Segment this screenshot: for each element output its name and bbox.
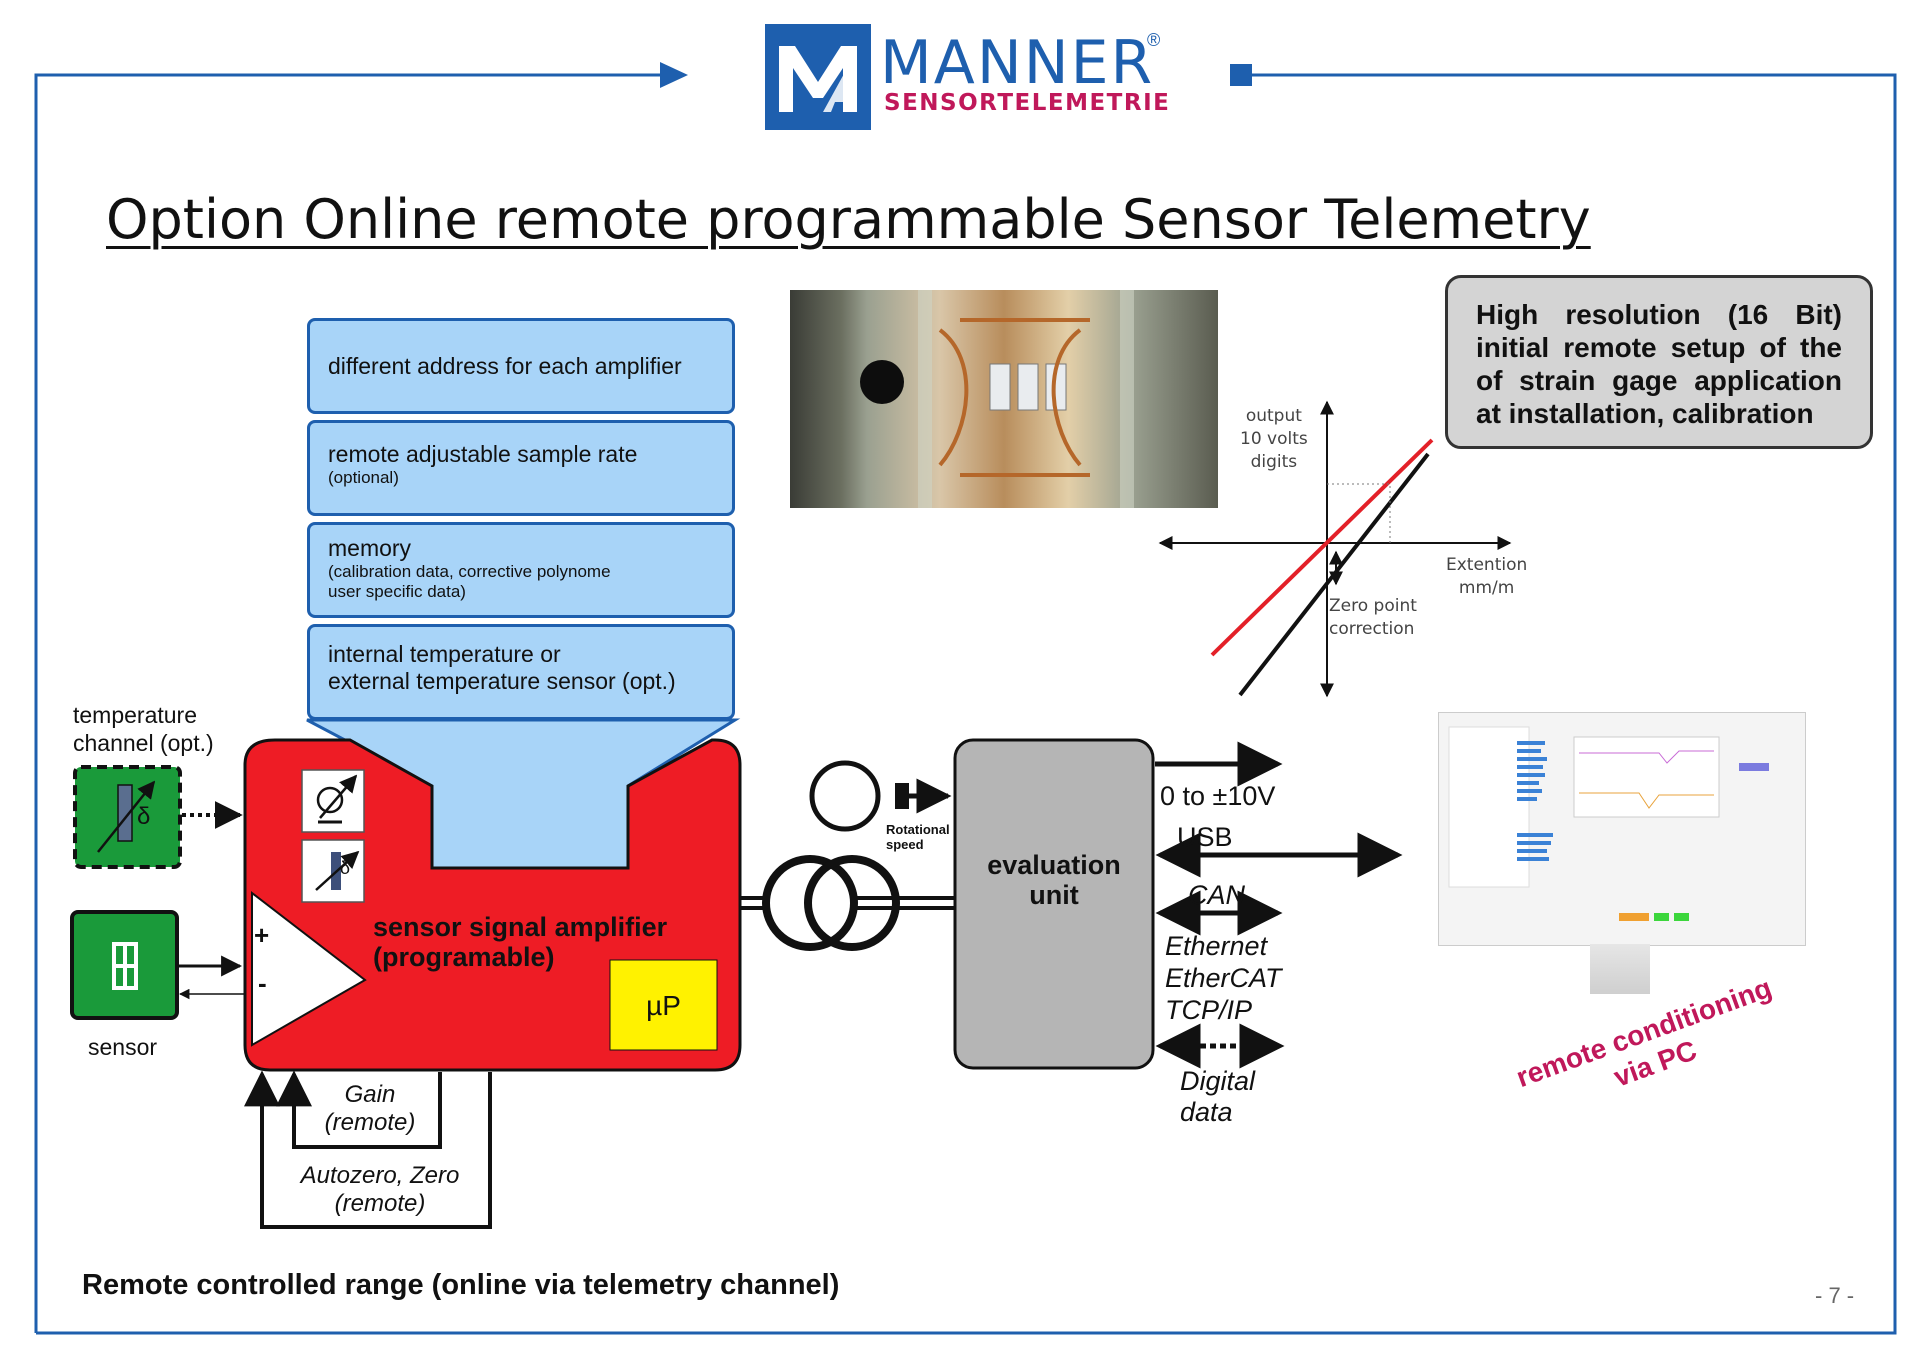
temperature-delta-symbol: δ xyxy=(137,803,151,830)
feature-memory-note: (calibration data, corrective polynome u… xyxy=(328,562,611,601)
feature-address-label: different address for each amplifier xyxy=(328,353,682,379)
opamp-minus-sign: - xyxy=(258,968,267,998)
graph-y-label: output 10 volts digits xyxy=(1240,406,1308,472)
sensor-label: sensor xyxy=(88,1034,158,1060)
frame-square-marker xyxy=(1230,64,1252,86)
autozero-feedback-line xyxy=(244,1070,492,1229)
rotary-transformer-right xyxy=(804,855,900,951)
strain-gage-icon xyxy=(112,942,138,990)
analog-output-label: 0 to ±10V xyxy=(1160,781,1276,811)
gain-feedback-line xyxy=(276,1070,442,1149)
graph-x-label: Extention mm/m xyxy=(1446,555,1528,598)
graph-black-line xyxy=(1238,452,1430,697)
feature-temperature-label: internal temperature or external tempera… xyxy=(328,641,676,694)
temperature-resistor-arrow xyxy=(97,780,156,853)
gain-label: Gain (remote) xyxy=(324,1081,416,1136)
microprocessor-block xyxy=(609,959,718,1051)
logo-mark-icon xyxy=(779,46,857,112)
pc-monitor-stand xyxy=(1590,944,1650,994)
digital-data-label: Digital data xyxy=(1180,1066,1256,1127)
opamp-plus-sign: + xyxy=(254,920,270,950)
evaluation-unit-block xyxy=(953,738,1155,1070)
ethernet-label: Ethernet EtherCAT TCP/IP xyxy=(1165,931,1282,1025)
feature-sample-rate: remote adjustable sample rate (optional) xyxy=(307,420,735,516)
strain-gage-photo xyxy=(790,290,1218,508)
usb-label: USB xyxy=(1177,822,1233,852)
graph-dotted-guide xyxy=(1327,483,1391,543)
can-label: CAN xyxy=(1188,880,1246,910)
rotational-speed-label: Rotational speed xyxy=(886,822,950,852)
evaluation-unit-label: evaluation unit xyxy=(987,850,1121,910)
feature-temperature: internal temperature or external tempera… xyxy=(307,624,735,720)
footer-note: Remote controlled range (online via tele… xyxy=(82,1269,840,1301)
microprocessor-label: µP xyxy=(646,990,681,1021)
feature-address: different address for each amplifier xyxy=(307,318,735,414)
autozero-label: Autozero, Zero (remote) xyxy=(300,1162,460,1217)
page-frame xyxy=(34,73,1897,1335)
resolution-note-box: High resolution (16 Bit) initial remote … xyxy=(1445,275,1873,449)
calibration-graph xyxy=(1158,400,1512,698)
feature-sample-rate-label: remote adjustable sample rate xyxy=(328,441,638,467)
brand-name: MANNER xyxy=(880,28,1155,98)
pc-monitor-screen xyxy=(1438,712,1806,946)
graph-red-line xyxy=(1210,438,1434,657)
amplifier-opamp-symbol xyxy=(251,890,367,1047)
brand-logo xyxy=(765,24,871,130)
amplifier-label: sensor signal amplifier (programable) xyxy=(373,912,668,972)
strain-delta-symbol: δ xyxy=(340,858,351,878)
zero-point-label: Zero point correction xyxy=(1329,596,1417,639)
temperature-channel-label: temperature channel (opt.) xyxy=(73,702,214,756)
brand-subtitle: SENSORTELEMETRIE xyxy=(884,90,1171,116)
feature-memory: memory (calibration data, corrective pol… xyxy=(307,522,735,618)
rotational-speed-icon xyxy=(809,760,881,832)
brand-registered-mark: ® xyxy=(1147,30,1161,50)
page-number: - 7 - xyxy=(1815,1283,1855,1308)
page-title: Option Online remote programmable Sensor… xyxy=(106,188,1591,251)
feature-memory-label: memory xyxy=(328,535,412,561)
frame-arrow-head xyxy=(660,62,688,88)
feature-sample-rate-note: (optional) xyxy=(328,468,399,487)
temperature-resistor-icon xyxy=(117,784,133,842)
